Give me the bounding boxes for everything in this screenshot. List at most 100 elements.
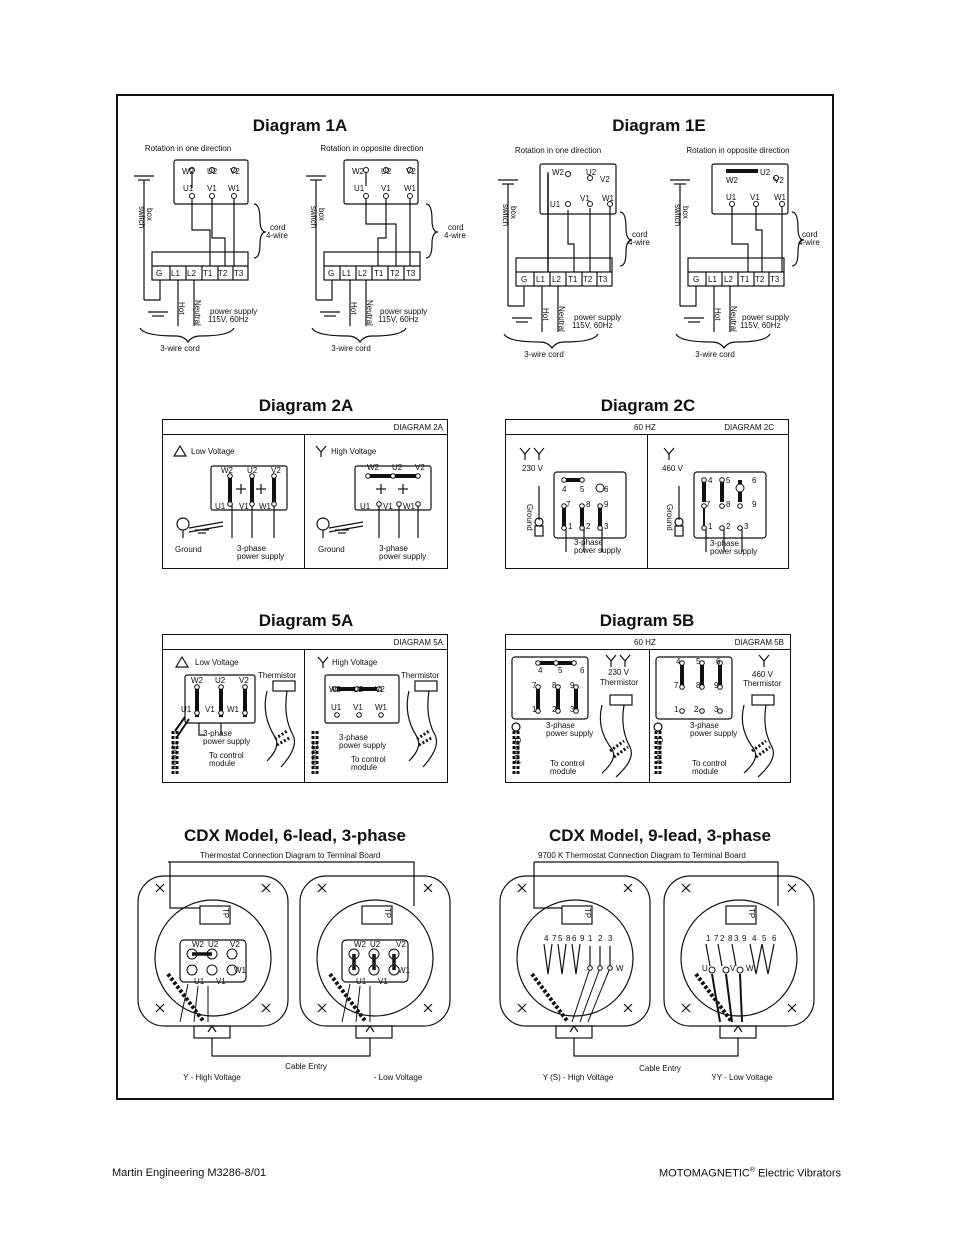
d5b-r-4: 4 <box>676 657 681 666</box>
d1a-r-volts-label: 115V, 60Hz <box>378 315 419 324</box>
d2a-h-ground: Ground <box>318 545 345 554</box>
diagram-1e-wiring <box>498 163 805 350</box>
d2c-r-8: 8 <box>726 500 731 509</box>
cdx6-r-tb1: TP <box>383 908 392 919</box>
d2c-l-6: 6 <box>604 485 609 494</box>
d1e-r-term-w1: W1 <box>774 193 786 202</box>
d5a-h-supply1: 3-phase <box>339 733 368 742</box>
cdx6-r-u1: U1 <box>356 977 367 986</box>
d1e-r-hot-label: Hot <box>713 308 722 321</box>
d5a-header: DIAGRAM 5A <box>393 638 443 647</box>
d5a-l-ground: Ground <box>170 743 179 770</box>
cdx6-l-u1: U1 <box>194 977 205 986</box>
d1e-term-v2: V2 <box>600 175 610 184</box>
d5b-l-3: 3 <box>570 705 575 714</box>
d5b-r-5: 5 <box>696 657 701 666</box>
d1e-rotation-one: Rotation in one direction <box>514 146 602 155</box>
d1a-cord-label: cord <box>270 223 286 232</box>
cdx-6-lead: Thermostat Connection Diagram to Termina… <box>134 846 470 1086</box>
d1e-r-term-w2: W2 <box>726 176 738 185</box>
d2a-l-w1: W1 <box>259 502 271 511</box>
cdx6-l-v2: V2 <box>230 940 240 949</box>
cdx6-r-u2: U2 <box>370 940 381 949</box>
cdx9-r-v: V <box>730 964 736 973</box>
diagram-5a: DIAGRAM 5A Low Voltage <box>162 634 448 783</box>
d5b-l-9: 9 <box>570 681 575 690</box>
d5b-wiring <box>511 654 775 778</box>
d1e-strip-t2: T2 <box>583 275 593 284</box>
footer-document-id: Martin Engineering M3286-8/01 <box>112 1167 267 1179</box>
d1a-r-cord-label: cord <box>448 223 464 232</box>
d5a-h-ctrl2: module <box>351 763 378 772</box>
footer-registered-mark: ® <box>749 1167 755 1174</box>
cdx9-r-n2: 2 <box>720 934 725 943</box>
d2a-h-u2: U2 <box>392 463 403 472</box>
cdx6-l-u2: U2 <box>208 940 219 949</box>
d2a-l-w2: W2 <box>221 466 233 475</box>
d2c-l-7: 7 <box>566 500 571 509</box>
d1e-r-power-label: power supply <box>742 313 790 322</box>
d5b-l-7: 7 <box>532 681 537 690</box>
d2a-l-v1: V1 <box>239 502 249 511</box>
d2a-l-u2: U2 <box>247 466 258 475</box>
d5a-h-ctrl1: To control <box>351 755 386 764</box>
d1e-term-u1: U1 <box>550 200 561 209</box>
d1e-r-term-v2: V2 <box>774 176 784 185</box>
d5a-low-voltage: Low Voltage <box>195 658 239 667</box>
diagram-2c-title: Diagram 2C <box>600 396 696 415</box>
d1a-r-term-v2: V2 <box>406 167 416 176</box>
d2a-h-supply2: power supply <box>379 552 427 561</box>
d1e-neutral-label: Neutral <box>557 306 566 332</box>
d2a-wiring <box>172 444 432 538</box>
d1a-power-label: power supply <box>210 307 258 316</box>
d5a-divider <box>304 649 305 782</box>
d2a-l-ground: Ground <box>175 545 202 554</box>
d2a-l-u1: U1 <box>215 502 226 511</box>
d1e-strip-t1: T1 <box>568 275 578 284</box>
d5b-r-supply2: power supply <box>690 729 738 738</box>
d1e-term-w1: W1 <box>602 194 614 203</box>
d1a-r-3wire-label: 3-wire cord <box>331 344 371 353</box>
d1a-term-w1: W1 <box>228 184 240 193</box>
cdx6-r-w2: W2 <box>354 940 366 949</box>
d5b-l-6: 6 <box>580 666 585 675</box>
d1a-rotation-opposite: Rotation in opposite direction <box>320 144 424 153</box>
cdx9-caption: 9700 K Thermostat Connection Diagram to … <box>538 851 746 860</box>
d1e-rotation-opposite: Rotation in opposite direction <box>686 146 790 155</box>
d5a-r-thermistor: Thermistor <box>401 671 440 680</box>
d2c-r-3: 3 <box>744 522 749 531</box>
d1e-r-strip-l2: L2 <box>724 275 733 284</box>
d1e-r-cord-label: cord <box>802 230 818 239</box>
cdx9-r-n9: 9 <box>742 934 747 943</box>
footer-product-rest: Electric Vibrators <box>755 1167 841 1180</box>
d5b-l-ctrl2: module <box>550 767 577 776</box>
d1e-term-w2: W2 <box>552 168 564 177</box>
d2c-divider <box>647 434 648 568</box>
cdx9-l-n1: 1 <box>588 934 593 943</box>
d5b-l-ctrl1: To control <box>550 759 585 768</box>
cdx9-l-n7: 7 <box>552 934 557 943</box>
d5b-r-9: 9 <box>714 681 719 690</box>
d1a-r-term-w2: W2 <box>352 167 364 176</box>
d2c-wiring <box>519 447 767 552</box>
cdx9-r-n8: 8 <box>728 934 733 943</box>
d1a-volts-label: 115V, 60Hz <box>208 315 249 324</box>
d2c-460v: 460 V <box>662 464 683 473</box>
d2c-l-1: 1 <box>568 522 573 531</box>
d1a-rotation-one: Rotation in one direction <box>144 144 232 153</box>
d2c-r-supply1: 3-phase <box>710 539 739 548</box>
d1e-strip-l2: L2 <box>552 275 561 284</box>
d5b-r-supply1: 3-phase <box>690 721 719 730</box>
d1a-term-u1: U1 <box>183 184 194 193</box>
d5a-l-u1: U1 <box>181 705 192 714</box>
d5a-h-u2: U2 <box>353 685 364 694</box>
diagram-1a: Rotation in one direction Rotation in op… <box>120 140 470 360</box>
d1a-r-4wire-label: 4-wire <box>444 231 466 240</box>
d5b-460v: 460 V <box>752 670 773 679</box>
d5a-l-v2: V2 <box>239 676 249 685</box>
d2a-h-supply1: 3-phase <box>379 544 408 553</box>
d2c-r-2: 2 <box>726 522 731 531</box>
d5b-l-supply2: power supply <box>546 729 594 738</box>
d5b-230v: 230 V <box>608 668 629 677</box>
cdx6-caption: Thermostat Connection Diagram to Termina… <box>200 851 381 860</box>
